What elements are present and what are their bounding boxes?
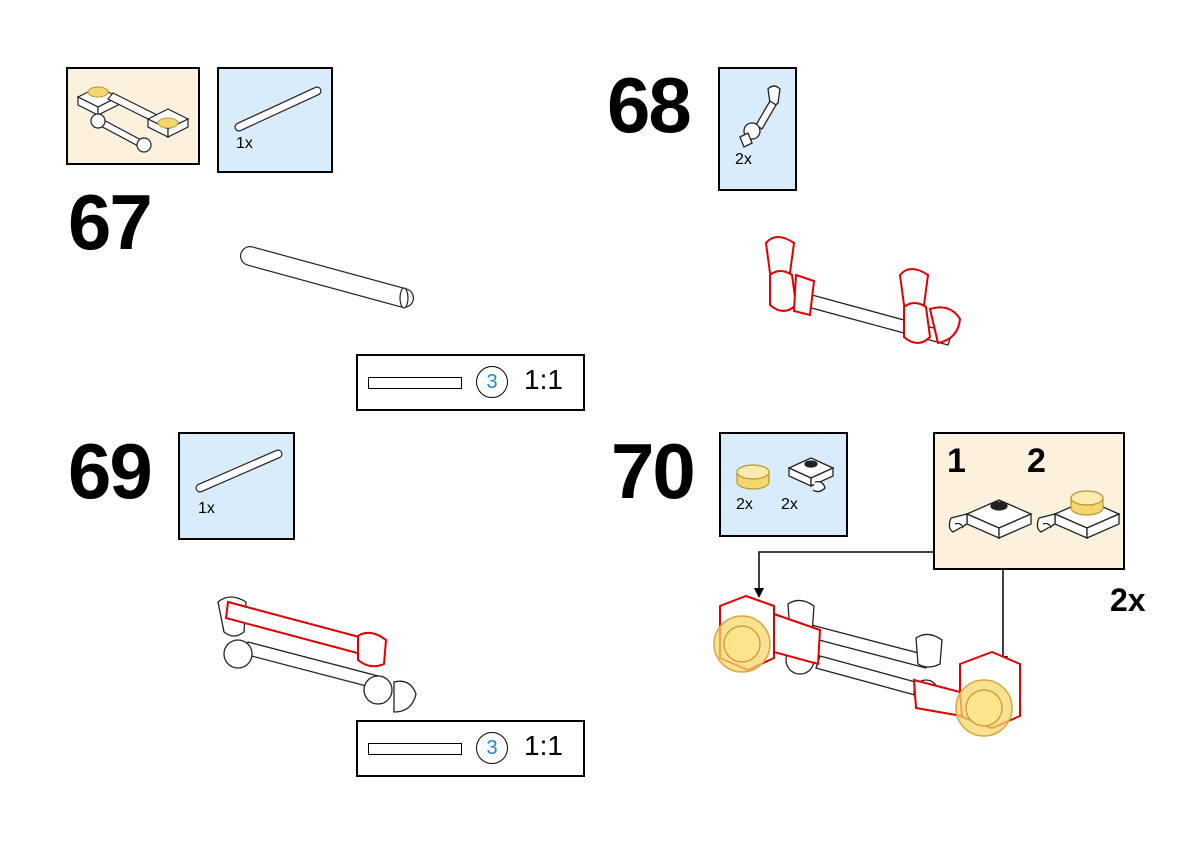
sub-assembly-multiplier: 2x xyxy=(1110,582,1146,618)
part-quantity: 2x xyxy=(736,496,753,513)
parts-list-68: 2x xyxy=(718,67,797,191)
bar-part-icon xyxy=(234,86,322,132)
scale-guide-67: 3 1:1 xyxy=(356,354,585,411)
double-bar-model xyxy=(217,596,417,713)
scale-callout: 3 xyxy=(476,732,508,764)
scale-ratio: 1:1 xyxy=(524,364,563,395)
scale-guide-69: 3 1:1 xyxy=(356,720,585,777)
step-number-67: 67 xyxy=(68,178,153,266)
part-quantity: 1x xyxy=(198,500,215,517)
step-number-69: 69 xyxy=(68,427,153,515)
round-tile-part-icon xyxy=(736,464,770,490)
scale-bar xyxy=(368,377,462,389)
sub-step-number: 1 xyxy=(947,442,966,480)
parts-list-69: 1x xyxy=(178,432,295,540)
clip-arm-part-icon xyxy=(739,85,781,148)
bar-with-clips-model xyxy=(764,236,962,346)
part-quantity: 1x xyxy=(236,135,253,152)
step-number-70: 70 xyxy=(611,427,696,515)
assembled-model xyxy=(713,594,1021,737)
sub-assembly-callout: 1 2 xyxy=(933,432,1125,570)
scale-bar xyxy=(368,743,462,755)
clip-plate-part-icon xyxy=(787,457,835,493)
part-quantity: 2x xyxy=(735,151,752,168)
parts-list-67: 1x xyxy=(217,67,333,173)
parts-list-70: 2x 2x xyxy=(719,432,848,537)
sub-step-number: 2 xyxy=(1027,442,1046,480)
subassembly-preview xyxy=(66,67,200,165)
scale-callout: 3 xyxy=(476,366,508,398)
subassembly-preview-icon xyxy=(76,86,190,153)
clip-plate-part-icon xyxy=(948,499,1033,539)
part-quantity: 2x xyxy=(781,496,798,513)
bar-model xyxy=(240,246,414,309)
clip-plate-with-tile-icon xyxy=(1036,490,1121,539)
scale-ratio: 1:1 xyxy=(524,730,563,761)
bar-part-icon xyxy=(195,449,283,493)
step-number-68: 68 xyxy=(607,61,692,149)
